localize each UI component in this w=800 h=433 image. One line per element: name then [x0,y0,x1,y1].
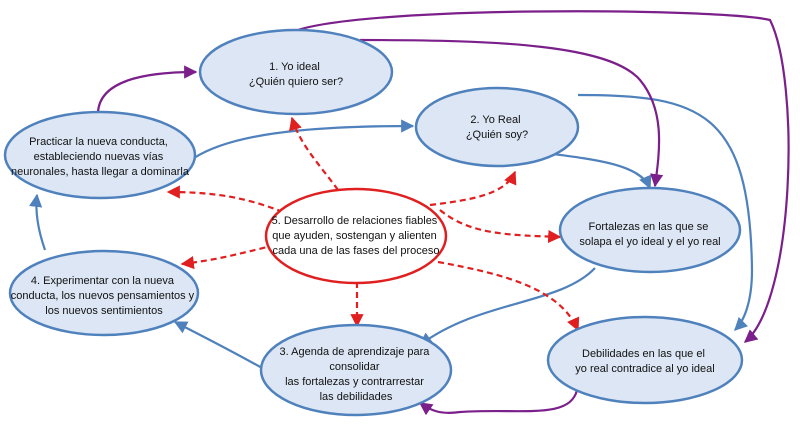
svg-text:Practicar la nueva conducta,: Practicar la nueva conducta, establecien… [11,136,190,178]
node-practicar-line-2: estableciendo nuevas vías [34,151,164,163]
arrow-relaciones-to-fortalezas [439,209,562,244]
arrow-relaciones-to-real [429,170,517,207]
node-real-line-1: 2. Yo Real [470,114,520,126]
node-relaciones-line-3: cada una de las fases del proceso [273,245,440,257]
arrow-debilidades-to-agenda [418,389,579,416]
svg-text:Fortalezas en las que se: Fortalezas en las que se solapa el yo id… [579,221,720,248]
node-agenda-line-2: consolidar [329,361,379,373]
svg-text:Debilidades en las que el: Debilidades en las que el yo real contra… [575,348,714,375]
node-debilidades-line-1: Debilidades en las que el [582,348,705,360]
svg-text:3. Agenda de aprendizaje para: 3. Agenda de aprendizaje para consolidar… [280,346,433,403]
node-relaciones-line-2: que ayuden, sostengan y alienten [272,230,437,242]
node-ideal: 1. Yo ideal ¿Quién quiero ser? [198,28,394,116]
node-real: 2. Yo Real ¿Quién soy? [414,86,580,168]
node-fortalezas-line-1: Fortalezas en las que se [589,221,709,233]
arrow-relaciones-to-debilidades [437,260,580,332]
node-agenda-line-4: las debilidades [320,391,393,403]
node-practicar-line-1: Practicar la nueva conducta, [29,136,168,148]
node-experimentar-line-2: conducta, los nuevos pensamientos y [11,290,195,302]
node-practicar: Practicar la nueva conducta, establecien… [3,110,197,200]
node-practicar-line-3: neuronales, hasta llegar a dominarla [11,166,190,178]
arrow-practicar-to-real [193,119,415,159]
arrow-real-to-fortalezas [544,151,652,190]
svg-text:1. Yo ideal ¿Quién quier: 1. Yo ideal ¿Quién quiero ser? [249,61,343,88]
svg-text:4. Experimentar con la nueva: 4. Experimentar con la nueva conducta, l… [11,275,198,317]
node-debilidades-line-2: yo real contradice al yo ideal [575,363,714,375]
node-ideal-line-1: 1. Yo ideal [269,61,320,73]
node-agenda: 3. Agenda de aprendizaje para consolidar… [259,323,453,417]
arrow-fortalezas-to-agenda [418,267,596,346]
svg-text:2. Yo Real ¿Quién soy?: 2. Yo Real ¿Quién soy? [466,114,528,141]
arrow-relaciones-to-ideal [289,116,339,191]
node-experimentar-line-3: los nuevos sentimientos [45,305,163,317]
arrow-relaciones-to-experimentar [180,243,276,270]
node-experimentar: 4. Experimentar con la nueva conducta, l… [8,249,200,337]
node-real-line-2: ¿Quién soy? [466,129,528,141]
node-debilidades: Debilidades en las que el yo real contra… [546,315,744,405]
arrow-experimentar-to-practicar [29,193,47,251]
node-relaciones: 5. Desarrollo de relaciones fiables que … [264,187,448,285]
arrow-ideal-to-debilidades [289,10,790,343]
arrow-practicar-to-ideal [96,65,198,113]
arrow-relaciones-to-practicar [166,185,284,214]
node-agenda-line-3: las fortalezas y contrarrestar [285,376,424,388]
node-experimentar-line-1: 4. Experimentar con la nueva [31,275,175,287]
arrow-ideal-to-fortalezas [359,38,664,188]
node-agenda-line-1: 3. Agenda de aprendizaje para [280,346,431,358]
node-relaciones-line-1: 5. Desarrollo de relaciones fiables [272,215,438,227]
svg-text:5. Desarrollo de relaciones fi: 5. Desarrollo de relaciones fiables que … [272,215,441,257]
node-ideal-line-2: ¿Quién quiero ser? [249,76,343,88]
node-fortalezas-line-2: solapa el yo ideal y el yo real [579,236,720,248]
arrow-agenda-to-experimentar [173,321,263,369]
node-fortalezas: Fortalezas en las que se solapa el yo id… [558,186,742,274]
